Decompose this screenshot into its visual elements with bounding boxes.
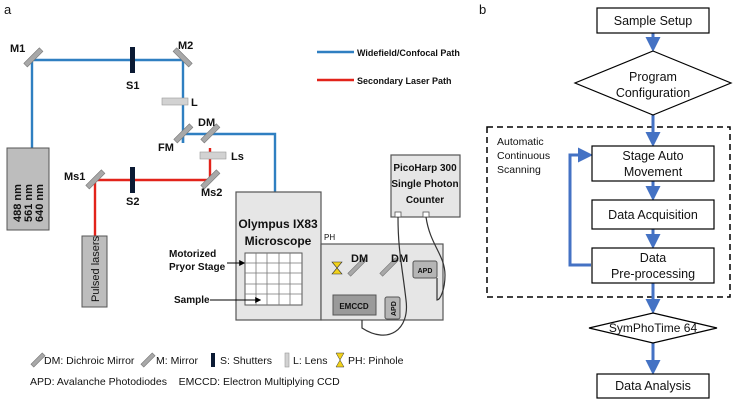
emccd-box [332, 294, 377, 316]
panel-b-label: b [479, 2, 486, 17]
label-dm: DM [198, 117, 215, 129]
shutter-s1-icon [130, 47, 135, 73]
mirror-ms2-icon [200, 169, 221, 190]
label-m1: M1 [10, 43, 25, 55]
key-row2: APD: Avalanche Photodiodes EMCCD: Electr… [30, 376, 340, 388]
panel-a-label: a [4, 2, 12, 17]
label-m2: M2 [178, 40, 193, 52]
step-data-acquisition-label: Data Acquisition [608, 208, 698, 222]
label-s2: S2 [126, 196, 139, 208]
label-fm: FM [158, 142, 174, 154]
legend-red-label: Secondary Laser Path [357, 76, 452, 86]
pulsed-lasers-label: Pulsed lasers [90, 235, 102, 302]
microscope-name: Olympus IX83 [238, 217, 318, 231]
apd2-box [384, 296, 401, 320]
loop-label-line3: Scanning [497, 164, 541, 176]
step-stage-movement-line1: Stage Auto [622, 149, 683, 163]
emccd-label: EMCCD [339, 302, 369, 311]
label-l: L [191, 97, 198, 109]
key-ph: PH: Pinhole [348, 355, 404, 367]
picoharp-box [390, 154, 461, 218]
label-s1: S1 [126, 80, 139, 92]
cable-apd1 [425, 216, 446, 301]
key-s: S: Shutters [220, 355, 272, 367]
key-dm-icon [30, 352, 46, 368]
picoharp-port-2 [422, 211, 430, 218]
shutter-s2-icon [130, 167, 135, 193]
laser-lines: 488 nm [12, 184, 24, 222]
step-data-analysis [596, 373, 710, 399]
pinhole-label: PH [324, 233, 335, 242]
microscope-subtitle: Microscope [245, 234, 312, 248]
key-s-icon [211, 353, 215, 367]
mirror-fm-icon [173, 123, 194, 144]
key-l-icon [284, 352, 290, 368]
cable-apd2 [361, 216, 408, 336]
step-symphotime [588, 312, 718, 344]
picoharp-line3: Counter [406, 195, 444, 206]
step-sample-setup-label: Sample Setup [614, 14, 693, 28]
sample-label: Sample [174, 295, 210, 306]
key-ph-icon [335, 352, 345, 368]
step-data-analysis-label: Data Analysis [615, 379, 691, 393]
panel-a: a M1 M2 S1 L DM FM Ls [4, 2, 461, 388]
mirror-m1-icon [23, 47, 44, 68]
label-ms2: Ms2 [201, 187, 222, 199]
loop-region [486, 126, 731, 298]
step-stage-movement-line2: Movement [624, 165, 683, 179]
label-ls: Ls [231, 151, 244, 163]
apd1-box [412, 260, 438, 279]
step-symphotime-label: SymPhoTime 64 [609, 321, 698, 335]
lens-l-icon [161, 97, 189, 106]
detection-dm2-icon [379, 257, 399, 277]
step-program-config [573, 50, 733, 116]
key-m-icon [140, 352, 156, 368]
pulsed-lasers-box [81, 235, 108, 308]
step-preprocessing-line1: Data [640, 251, 666, 265]
apd2-label: APD [391, 301, 398, 316]
key-l: L: Lens [293, 355, 327, 367]
detection-dm1-icon [347, 257, 367, 277]
mirror-dm-icon [200, 123, 221, 144]
step-preprocessing-line2: Pre-processing [611, 267, 695, 281]
step-program-config-line1: Program [629, 70, 677, 84]
detection-dm1-label: DM [351, 253, 368, 265]
mirror-ms1-icon [85, 169, 106, 190]
symbol-key: DM: Dichroic Mirror M: Mirror S: Shutter… [30, 352, 404, 388]
step-data-acquisition [591, 199, 715, 230]
step-program-config-line2: Configuration [616, 86, 690, 100]
lens-ls-icon [199, 151, 227, 160]
pinhole-icon [331, 261, 343, 275]
picoharp-port-1 [394, 211, 402, 218]
step-preprocessing [591, 247, 715, 284]
picoharp-line1: PicoHarp 300 [393, 163, 457, 174]
label-ms1: Ms1 [64, 171, 85, 183]
step-sample-setup [596, 7, 710, 34]
panel-b: b Automatic Continuous Scanning Sample S… [479, 2, 733, 399]
laser-line-640: 640 nm [34, 184, 46, 222]
detection-dm2-label: DM [391, 253, 408, 265]
stage-grid [244, 252, 303, 306]
laser-source-box [6, 147, 50, 231]
key-m: M: Mirror [156, 355, 198, 367]
loop-label-line2: Continuous [497, 150, 550, 162]
loop-label-line1: Automatic [497, 136, 544, 148]
key-dm: DM: Dichroic Mirror [44, 355, 135, 367]
legend-blue-label: Widefield/Confocal Path [357, 48, 460, 58]
laser-line-488: 488 nm [12, 184, 24, 222]
loop-back-arrow [568, 147, 593, 267]
flow-arrows [568, 33, 661, 375]
stage-label-line2: Pryor Stage [169, 262, 226, 273]
step-stage-movement [591, 145, 715, 182]
stage-label-line1: Motorized [169, 249, 216, 260]
picoharp-line2: Single Photon [391, 179, 458, 190]
mirror-m2-icon [172, 47, 193, 68]
laser-line-561: 561 nm [23, 184, 35, 222]
apd1-label: APD [418, 268, 433, 275]
